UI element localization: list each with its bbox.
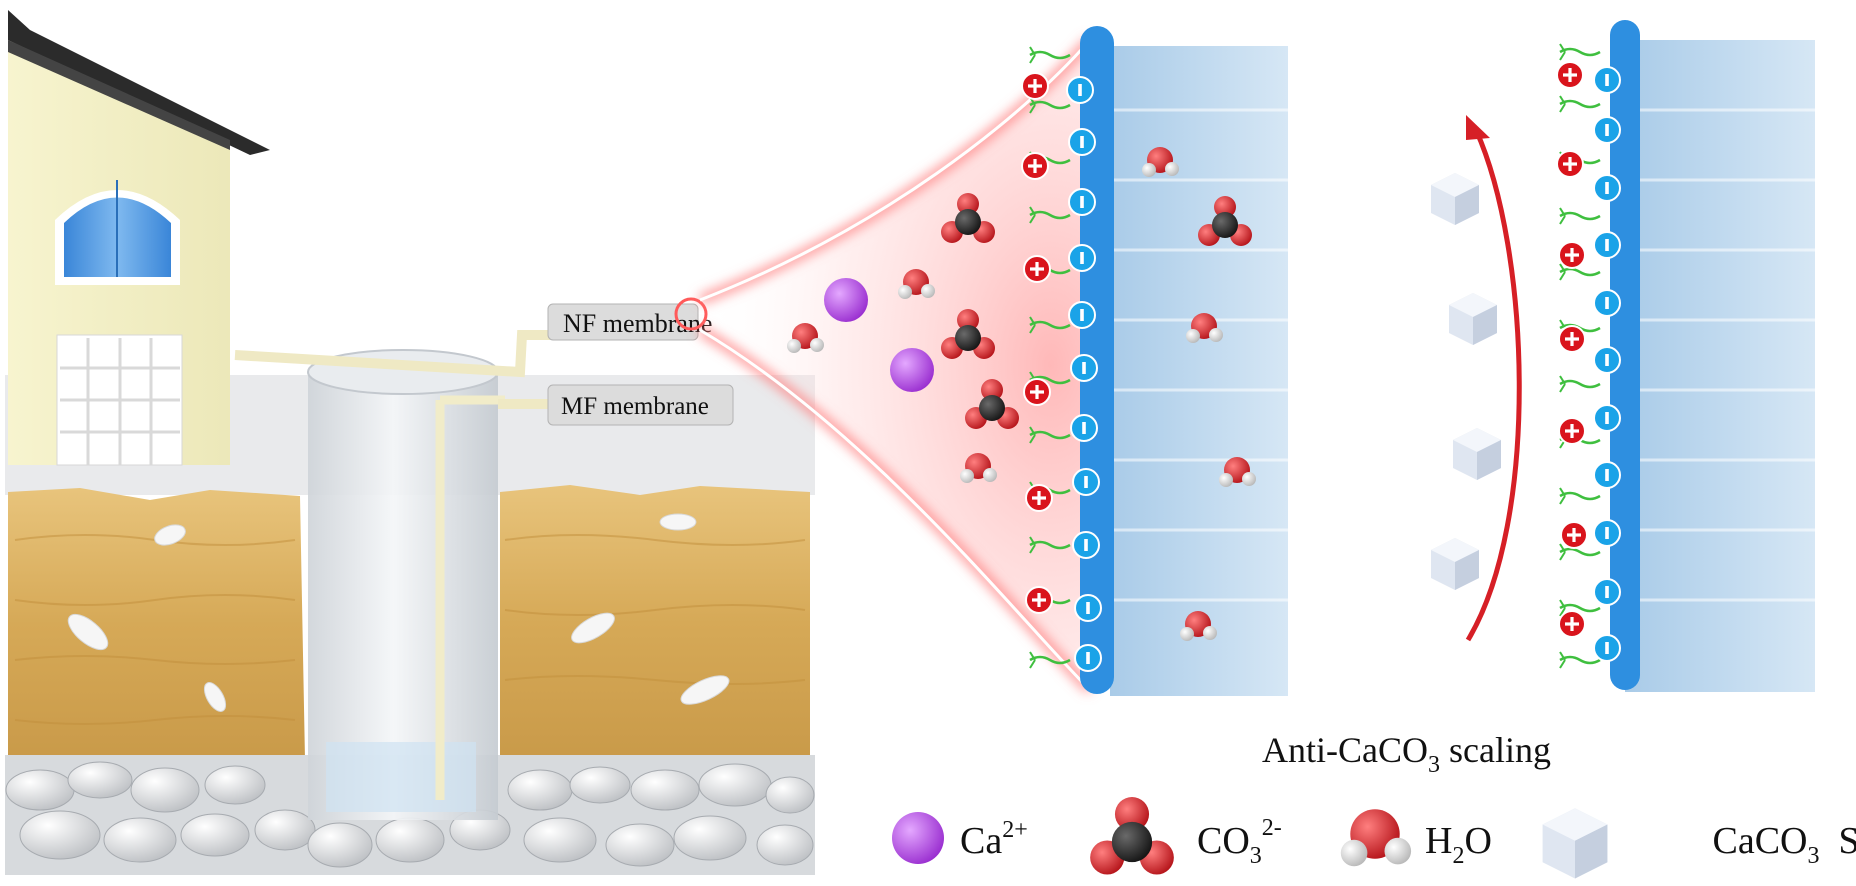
membrane-zoom-panel — [697, 26, 1288, 696]
svg-text:CO32-: CO32- — [1197, 815, 1282, 869]
groundwater-site-illustration: NF membrane MF membrane — [5, 10, 815, 875]
caco3-scale-cube-icon — [1449, 293, 1497, 345]
nf-membrane-label: NF membrane — [563, 309, 712, 338]
house — [8, 10, 270, 466]
soil-layer-right — [500, 485, 810, 760]
groundwater-well — [307, 349, 505, 820]
caco3-scale-crystals — [1431, 173, 1501, 590]
carbonate-molecule-icon — [1090, 797, 1174, 875]
calcium-ion-icon — [892, 812, 944, 864]
caco3-scale-cube-icon — [1431, 173, 1479, 225]
legend-item-carbonate: CO32- — [1090, 797, 1282, 875]
svg-text:H2O: H2O — [1425, 820, 1492, 869]
legend-scale-label: CaCO — [1713, 820, 1808, 862]
svg-text:Ca2+: Ca2+ — [960, 817, 1028, 862]
legend-carbonate-label: CO — [1197, 820, 1250, 862]
mf-membrane-label: MF membrane — [561, 393, 709, 420]
calcium-ion-icon — [824, 278, 868, 322]
water-molecule-icon — [1340, 809, 1412, 867]
caco3-scale-cube-icon — [1453, 428, 1501, 480]
repulsion-arrow — [1465, 115, 1522, 642]
legend-calcium-label: Ca — [960, 820, 1002, 862]
legend-item-calcium: Ca2+ — [892, 812, 1028, 864]
nf-membrane-module: NF membrane — [547, 303, 712, 341]
legend-item-scale: CaCO3 Scale — [1542, 808, 1856, 879]
svg-text:CaCO3 Scale: CaCO3 Scale — [1627, 820, 1856, 869]
legend-item-water: H2O — [1340, 809, 1492, 869]
anti-scaling-panel: Anti-CaCO3 scaling — [1262, 20, 1815, 778]
membrane-layer-right — [1610, 20, 1815, 692]
mf-membrane-module: MF membrane — [547, 384, 734, 426]
legend-water-label: H — [1425, 820, 1452, 862]
soil-layer-left — [8, 488, 305, 760]
calcium-ion-icon — [890, 348, 934, 392]
legend: Ca2+ CO32- H2O CaCO3 Scale — [892, 797, 1856, 879]
pipes — [234, 330, 550, 409]
anti-scaling-caption: Anti-CaCO3 scaling — [1262, 730, 1551, 778]
caco3-scale-cube-icon — [1542, 808, 1608, 879]
membrane-layer-middle — [1080, 26, 1288, 696]
caco3-scale-cube-icon — [1431, 538, 1479, 590]
